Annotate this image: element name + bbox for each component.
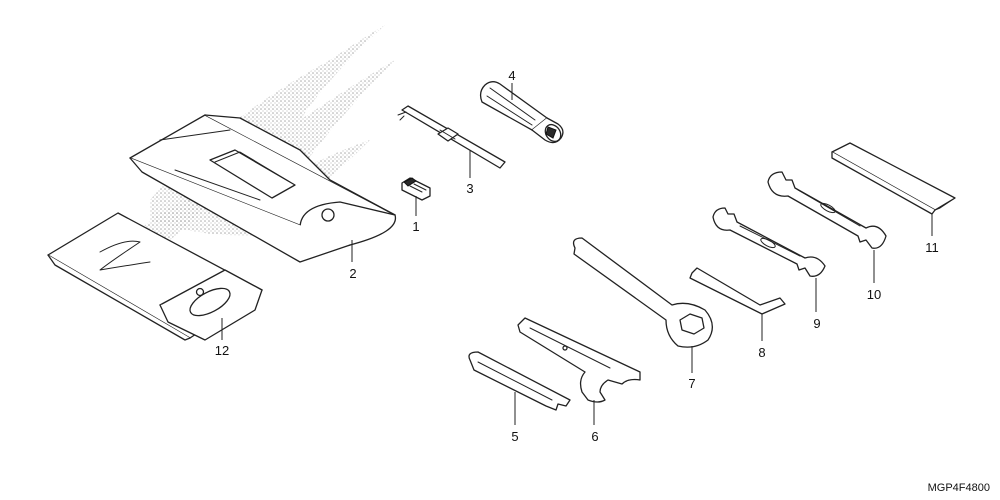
callout-4: 4	[508, 68, 515, 83]
part-10-wrench	[767, 171, 887, 249]
part-9-wrench	[712, 207, 826, 277]
part-7-spanner	[572, 237, 713, 348]
callout-5: 5	[511, 429, 518, 444]
callout-12: 12	[215, 343, 229, 358]
callout-7: 7	[688, 376, 695, 391]
diagram-code: MGP4F4800	[928, 482, 990, 494]
callout-8: 8	[758, 345, 765, 360]
callout-2: 2	[349, 266, 356, 281]
callout-9: 9	[813, 316, 820, 331]
part-2-tool-roll	[129, 114, 397, 263]
part-8-hex-key	[689, 267, 786, 315]
callout-1: 1	[412, 219, 419, 234]
callout-3: 3	[466, 181, 473, 196]
callout-11: 11	[925, 240, 939, 255]
part-6-pin-spanner	[517, 317, 641, 403]
part-4-screwdriver-handle	[479, 81, 564, 144]
leader-lines	[221, 83, 933, 425]
part-3-screwdriver-bit	[397, 105, 506, 169]
callout-labels: 1 2 3 4 5 6 7 8 9 10 11 12	[215, 68, 939, 444]
callout-10: 10	[867, 287, 881, 302]
callout-6: 6	[591, 429, 598, 444]
part-11-grip-cover	[831, 142, 956, 215]
part-12-tool-bag	[47, 212, 263, 341]
part-5-hook-wrench	[468, 351, 571, 411]
part-1-clip	[401, 177, 431, 201]
